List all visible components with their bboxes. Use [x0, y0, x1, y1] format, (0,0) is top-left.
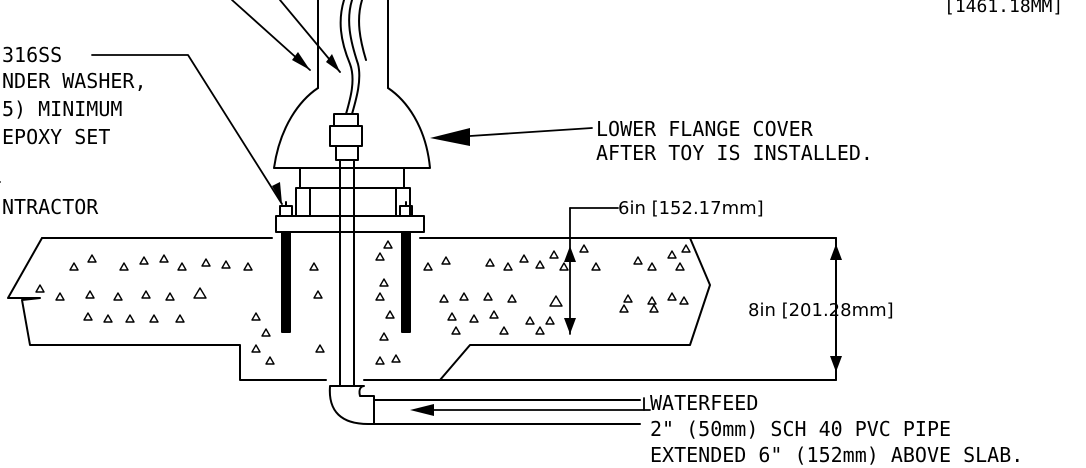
slab-left-break — [7, 237, 327, 381]
flange-cover — [273, 87, 431, 169]
aggregate-pattern — [35, 240, 691, 365]
top-dimension: [1461.18MM] — [944, 0, 1063, 17]
anchor-bolt-left — [281, 231, 291, 333]
flange-note-line1: LOWER FLANGE COVER — [596, 117, 814, 141]
waterfeed-note-line1: WATERFEED — [650, 391, 758, 415]
valve-body — [333, 113, 359, 127]
anchor-bolts — [279, 201, 413, 333]
arrowheads — [272, 52, 842, 416]
water-supply — [328, 0, 641, 425]
contractor-note: NTRACTOR — [2, 195, 99, 219]
waterfeed-note-line2: 2" (50mm) SCH 40 PVC PIPE — [650, 417, 951, 441]
anchor-bolt-right — [401, 231, 411, 333]
anchor-note-line4: EPOXY SET — [2, 125, 110, 149]
toy-post — [273, 0, 431, 233]
dimension-8in: 8in [201.28mm] — [748, 300, 894, 321]
post-base — [299, 167, 405, 189]
concrete-slab — [7, 237, 837, 381]
dimension-6in: 6in [152.17mm] — [618, 198, 764, 219]
base-plate — [275, 215, 425, 233]
slab-bottom-edge — [439, 237, 837, 381]
flange-note-line2: AFTER TOY IS INSTALLED. — [596, 141, 873, 165]
anchor-note-line1: 316SS — [2, 43, 62, 67]
waterfeed-note-line3: EXTENDED 6" (152mm) ABOVE SLAB. — [650, 443, 1023, 467]
anchor-note-line2: NDER WASHER, — [2, 69, 147, 93]
pvc-elbow — [328, 385, 375, 425]
anchor-note-line3: 5) MINIMUM — [2, 97, 122, 121]
